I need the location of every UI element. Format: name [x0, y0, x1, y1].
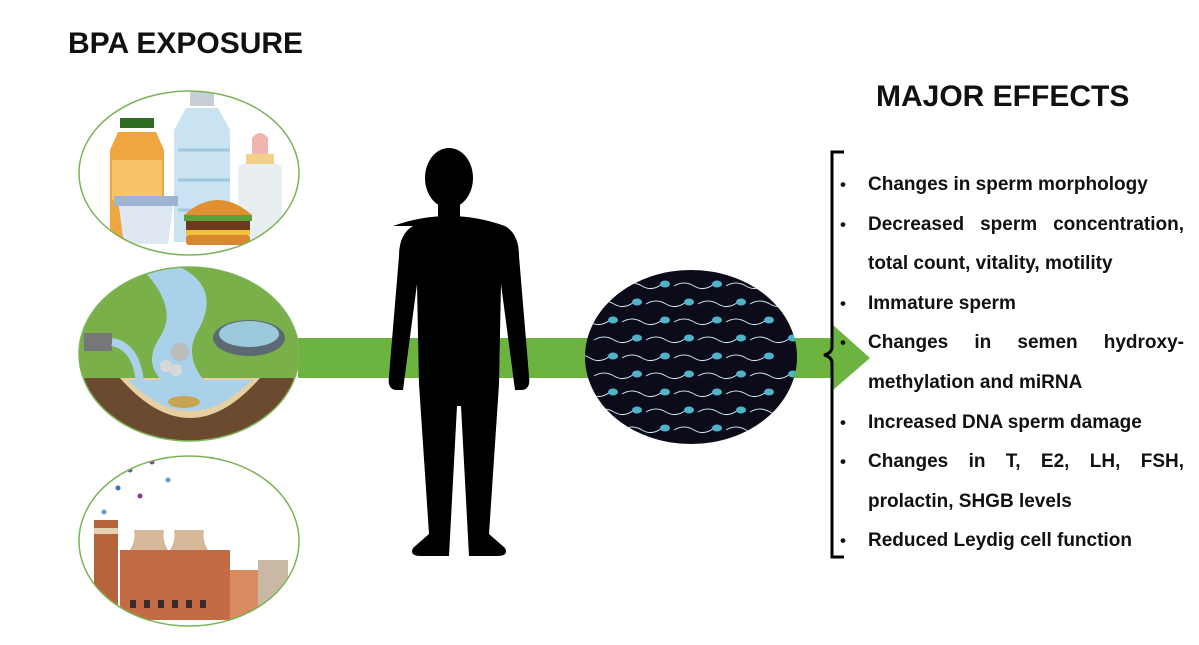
effect-item: Changes in T, E2, LH, FSH, prolactin, SH… [838, 442, 1184, 521]
sperm-tail [697, 300, 739, 308]
sperm-head [712, 316, 722, 324]
sperm-tail [725, 354, 767, 362]
sperm-head [608, 316, 618, 324]
sperm-tail [697, 336, 739, 344]
sperm-head [608, 424, 618, 432]
sperm-head [684, 334, 694, 342]
sperm-head [608, 352, 618, 360]
effects-title: MAJOR EFFECTS [876, 80, 1130, 113]
sperm-head [712, 388, 722, 396]
sperm-tail [749, 336, 791, 344]
sperm-head [608, 280, 618, 288]
sperm-head [684, 406, 694, 414]
sperm-tail [645, 372, 687, 380]
sperm-tail [673, 282, 715, 290]
sperm-head [736, 406, 746, 414]
sperm-tail [645, 408, 687, 416]
sperm-tail [593, 372, 635, 380]
sperm-head [764, 316, 774, 324]
sperm-head [788, 298, 797, 306]
sperm-head [632, 334, 642, 342]
consumer-products-illustration [78, 90, 300, 256]
contaminated-water-illustration [78, 266, 300, 442]
sperm-head [712, 280, 722, 288]
sperm-head [788, 406, 797, 414]
sperm-tail [645, 300, 687, 308]
human-silhouette [388, 148, 530, 556]
sperm-head [632, 406, 642, 414]
industrial-emissions-illustration [78, 455, 300, 627]
sperm-head [660, 316, 670, 324]
exposure-title: BPA EXPOSURE [68, 27, 304, 60]
sperm-tail [621, 318, 663, 326]
sperm-head [764, 424, 774, 432]
effects-brace [823, 150, 844, 559]
sperm-head [608, 388, 618, 396]
sperm-cells-illustration [585, 270, 797, 444]
effect-item: Reduced Leydig cell function [838, 521, 1184, 561]
sperm-head [736, 334, 746, 342]
sperm-tail [673, 354, 715, 362]
sperm-tail [697, 408, 739, 416]
sperm-tail [725, 318, 767, 326]
effect-item: Increased DNA sperm damage [838, 403, 1184, 443]
sperm-head [632, 370, 642, 378]
sperm-tail [585, 282, 611, 290]
sperm-head [764, 388, 774, 396]
effect-item: Decreased sperm concentration, total cou… [838, 205, 1184, 284]
sperm-head [660, 388, 670, 396]
effect-item: Changes in sperm morphology [838, 165, 1184, 205]
sperm-tail [725, 390, 767, 398]
sperm-head [712, 352, 722, 360]
sperm-tail [585, 354, 611, 362]
effects-list: Changes in sperm morphology Decreased sp… [838, 165, 1184, 561]
sperm-head [660, 280, 670, 288]
effect-item: Immature sperm [838, 284, 1184, 324]
sperm-tail [621, 390, 663, 398]
sperm-tail [645, 336, 687, 344]
sperm-head [632, 298, 642, 306]
sperm-tail [749, 372, 791, 380]
sperm-tail [697, 372, 739, 380]
sperm-head [736, 370, 746, 378]
sperm-tail [673, 426, 715, 434]
sperm-tail [673, 390, 715, 398]
effect-item: Changes in semen hydroxy-methylation and… [838, 323, 1184, 402]
sperm-head [660, 424, 670, 432]
sperm-tail [593, 336, 635, 344]
sperm-head [764, 352, 774, 360]
sperm-head [684, 370, 694, 378]
sperm-head [684, 298, 694, 306]
sperm-head [712, 424, 722, 432]
sperm-head [764, 280, 774, 288]
sperm-head [660, 352, 670, 360]
sperm-tail [621, 354, 663, 362]
sperm-tail [585, 426, 611, 434]
sperm-tail [673, 318, 715, 326]
sperm-head [736, 298, 746, 306]
